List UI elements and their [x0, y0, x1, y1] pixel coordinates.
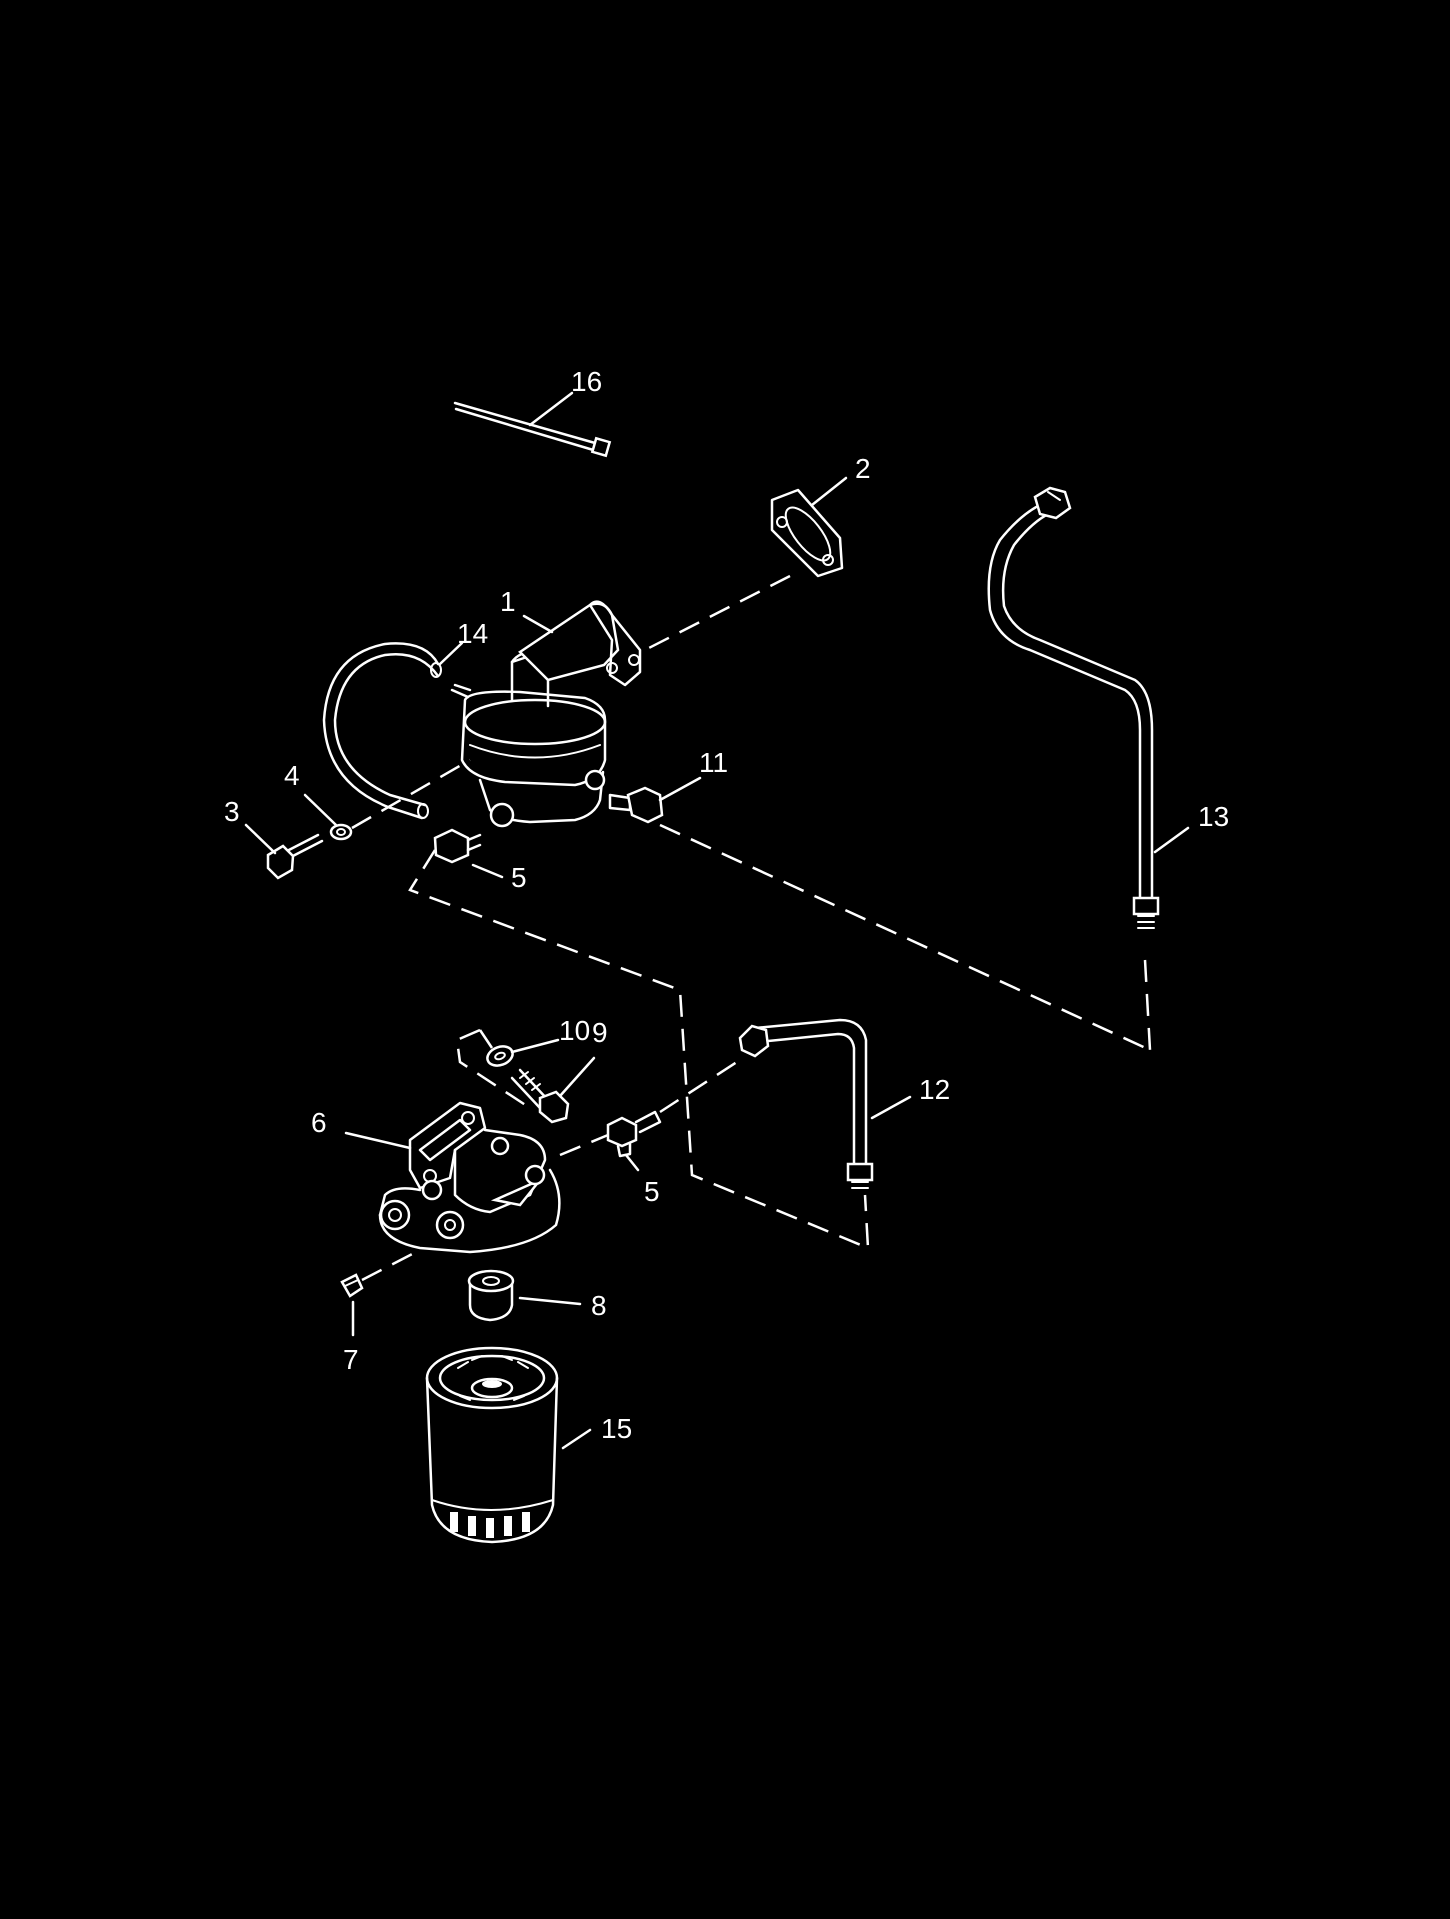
callout-7: 7 — [343, 1344, 359, 1375]
callout-8: 8 — [591, 1290, 607, 1321]
callout-10: 10 — [559, 1015, 590, 1046]
callout-6: 6 — [311, 1107, 327, 1138]
callout-1: 1 — [500, 586, 516, 617]
part-8-drain-fitting — [467, 1269, 515, 1322]
part-13-fuel-line — [987, 486, 1160, 929]
callout-15: 15 — [601, 1413, 632, 1444]
callout-9: 9 — [592, 1017, 608, 1048]
callout-14: 14 — [457, 618, 488, 649]
part-7-plug — [340, 1273, 364, 1298]
part-2-gasket — [770, 488, 844, 578]
part-11-fitting — [608, 786, 664, 824]
callout-12: 12 — [919, 1074, 950, 1105]
callout-3: 3 — [224, 796, 240, 827]
part-16-cable-tie — [453, 401, 612, 458]
callout-2: 2 — [855, 453, 871, 484]
part-12-fuel-line — [738, 1018, 874, 1189]
callout-16: 16 — [571, 366, 602, 397]
assembly-lines — [351, 574, 1152, 1282]
callout-5-upper: 5 — [511, 862, 527, 893]
callout-11: 11 — [699, 747, 728, 778]
part-14-hose — [322, 642, 442, 820]
part-9-bolt — [510, 1068, 570, 1124]
part-1-fuel-pump — [450, 600, 642, 828]
callouts: 16 2 1 14 4 3 11 5 13 10 9 6 12 5 8 7 15 — [224, 366, 1229, 1444]
part-5-fitting-upper — [433, 828, 482, 864]
part-15-filter-canister — [425, 1346, 559, 1544]
callout-4: 4 — [284, 760, 300, 791]
callout-5-lower: 5 — [644, 1176, 660, 1207]
part-4-washer — [329, 823, 353, 841]
part-6-filter-head — [378, 1101, 561, 1254]
leader-lines — [244, 391, 1190, 1450]
callout-13: 13 — [1198, 801, 1229, 832]
